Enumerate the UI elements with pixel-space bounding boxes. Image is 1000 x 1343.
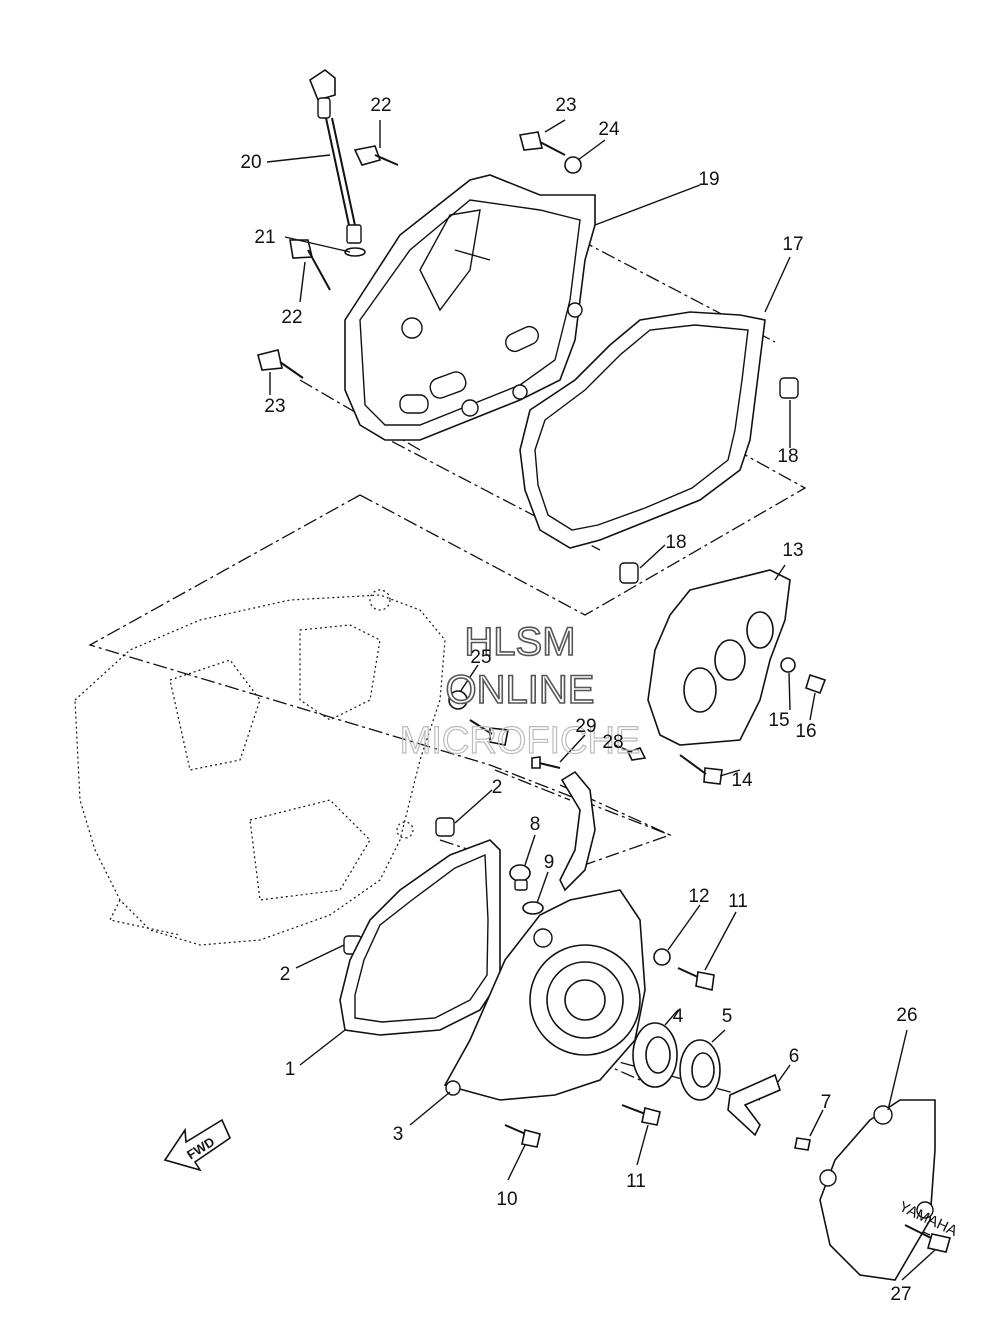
- callout-21: 21: [254, 227, 275, 248]
- bolt-23-top: [519, 131, 566, 156]
- callout-19: 19: [698, 169, 719, 190]
- bearing-4: [632, 1022, 678, 1088]
- callout-1: 1: [285, 1059, 296, 1080]
- callout-11: 11: [626, 1171, 646, 1192]
- gasket-1: [339, 839, 501, 1036]
- leader-lines: [266, 119, 936, 1281]
- callout-labels: 1 2 2 3 4 5 6 7 8 9 10 11 11 12 13 14 15…: [240, 95, 917, 1305]
- bolt-11-right: [677, 967, 715, 991]
- sprocket-cover-13: [647, 569, 791, 746]
- callout-22: 22: [370, 95, 391, 116]
- o-ring-9: [522, 901, 544, 915]
- gasket-17: [519, 311, 766, 549]
- callout-5: 5: [722, 1006, 733, 1027]
- watermark-line-2: ONLINE: [446, 668, 595, 712]
- bolt-29: [531, 756, 561, 769]
- watermark-line-1: HLSM: [464, 620, 575, 664]
- callout-15: 15: [768, 710, 789, 731]
- shift-guide-plate: [559, 770, 596, 892]
- dowel-18-bottom: [619, 562, 639, 584]
- bolt-14: [679, 754, 723, 785]
- callout-23: 23: [264, 396, 285, 417]
- callout-11: 11: [728, 891, 748, 912]
- bolt-22-top: [353, 145, 399, 166]
- callout-20: 20: [240, 152, 261, 173]
- crankcase-outline: [74, 589, 446, 946]
- callout-22: 22: [281, 307, 302, 328]
- callout-4: 4: [673, 1006, 684, 1027]
- callout-25: 25: [470, 647, 491, 668]
- callout-27: 27: [890, 1284, 911, 1305]
- callout-16: 16: [795, 721, 816, 742]
- callout-6: 6: [789, 1046, 800, 1067]
- washer-15: [780, 657, 796, 673]
- callout-10: 10: [496, 1189, 517, 1210]
- callout-7: 7: [821, 1092, 832, 1113]
- forward-arrow-icon: FWD: [163, 1118, 232, 1172]
- callout-3: 3: [393, 1124, 404, 1145]
- callout-24: 24: [598, 119, 620, 140]
- callout-13: 13: [782, 540, 803, 561]
- washer-12: [653, 948, 671, 966]
- callout-18: 18: [665, 532, 686, 553]
- bolt-25: [448, 690, 509, 746]
- dowel-18-right: [779, 377, 799, 399]
- cover-26: YAMAHA: [819, 1099, 960, 1281]
- o-ring-21: [344, 247, 366, 257]
- retainer-6: [727, 1073, 781, 1137]
- clip-28: [626, 747, 647, 761]
- callout-23: 23: [555, 95, 576, 116]
- callout-14: 14: [731, 770, 753, 791]
- oil-seal-5: [679, 1039, 721, 1101]
- watermark: HLSM ONLINE MICROFICHE: [399, 619, 641, 762]
- callout-2: 2: [492, 777, 503, 798]
- callout-26: 26: [896, 1005, 917, 1026]
- callout-2: 2: [280, 964, 291, 985]
- bolt-27: [904, 1224, 952, 1253]
- bolt-10: [504, 1124, 541, 1148]
- callout-9: 9: [544, 852, 555, 873]
- bolt-16: [805, 673, 827, 695]
- bolt-23-left: [257, 349, 304, 379]
- dipstick-20: [309, 69, 362, 244]
- callout-28: 28: [602, 732, 623, 753]
- crankcase-cover-19: [344, 174, 596, 441]
- plug-8: [509, 864, 531, 891]
- callout-8: 8: [530, 814, 541, 835]
- bolt-11-lower: [621, 1104, 661, 1126]
- crankcase-cover-3: [443, 889, 646, 1101]
- washer-24: [564, 156, 582, 174]
- watermark-line-3: MICROFICHE: [400, 720, 641, 762]
- bolt-22-left: [289, 239, 331, 291]
- callout-18: 18: [777, 446, 798, 467]
- screw-7: [794, 1137, 811, 1151]
- callout-29: 29: [575, 716, 596, 737]
- callout-12: 12: [688, 886, 709, 907]
- callout-17: 17: [782, 234, 803, 255]
- dowel-2-top: [435, 817, 455, 837]
